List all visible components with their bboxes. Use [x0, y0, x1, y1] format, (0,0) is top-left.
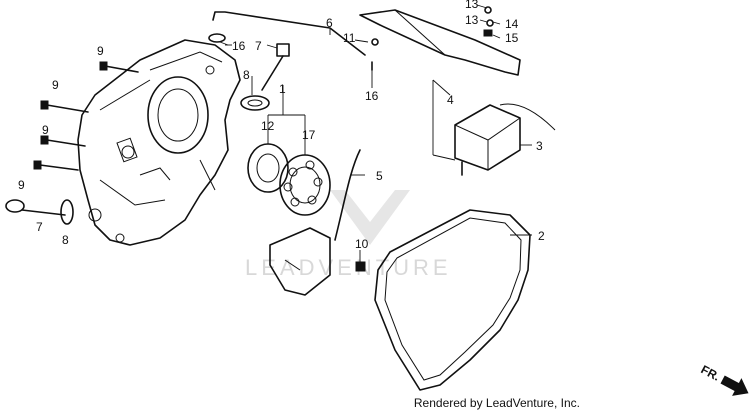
- callout-16-top: 16: [232, 39, 246, 53]
- callout-14: 14: [505, 17, 519, 31]
- callout-13-a: 13: [465, 0, 479, 11]
- flange-bolts: [33, 61, 139, 171]
- cover-gasket: [374, 209, 531, 391]
- oil-level-switch: [454, 103, 556, 176]
- small-hardware: [371, 6, 494, 46]
- watermark-text: LEADVENTURE: [245, 255, 452, 280]
- callout-13-b: 13: [465, 13, 479, 27]
- callout-2: 2: [538, 229, 545, 243]
- switch-bracket: [359, 9, 521, 76]
- callout-15: 15: [505, 31, 519, 45]
- callout-9-d: 9: [18, 178, 25, 192]
- bolt-10: [355, 261, 366, 272]
- callout-7-left: 7: [36, 220, 43, 234]
- callout-9-c: 9: [42, 123, 49, 137]
- callout-9-a: 9: [52, 78, 59, 92]
- callout-6: 6: [326, 16, 333, 30]
- oil-filler-cap-top: [240, 43, 290, 111]
- callout-9-b: 9: [97, 44, 104, 58]
- front-direction-arrow: FR.: [699, 362, 749, 396]
- breather-tube: [208, 11, 373, 71]
- callouts: 1 2 3 4 5 6 7 7 8 8 9 9 9 9 10 11 12 13 …: [18, 0, 545, 251]
- callout-12: 12: [261, 119, 275, 133]
- callout-1: 1: [279, 82, 286, 96]
- bearing-17: [279, 154, 331, 216]
- front-label: FR.: [699, 362, 723, 383]
- crankcase-cover: [77, 39, 241, 246]
- callout-3: 3: [536, 139, 543, 153]
- callout-7-top: 7: [255, 39, 262, 53]
- callout-5: 5: [376, 169, 383, 183]
- callout-11: 11: [343, 31, 356, 45]
- oil-filler-cap-left: [5, 199, 74, 225]
- bearing-12: [247, 143, 289, 193]
- watermark: LEADVENTURE: [245, 190, 452, 280]
- callout-8-left: 8: [62, 233, 69, 247]
- callout-8-top: 8: [243, 68, 250, 82]
- callout-16-mid: 16: [365, 89, 379, 103]
- callout-17: 17: [302, 128, 316, 142]
- callout-10: 10: [355, 237, 369, 251]
- callout-4: 4: [447, 93, 454, 107]
- arrow-icon: [720, 375, 749, 396]
- leader-lines: [219, 4, 532, 262]
- footer-credit: Rendered by LeadVenture, Inc.: [413, 396, 580, 410]
- oil-sensor-bracket: [269, 149, 361, 296]
